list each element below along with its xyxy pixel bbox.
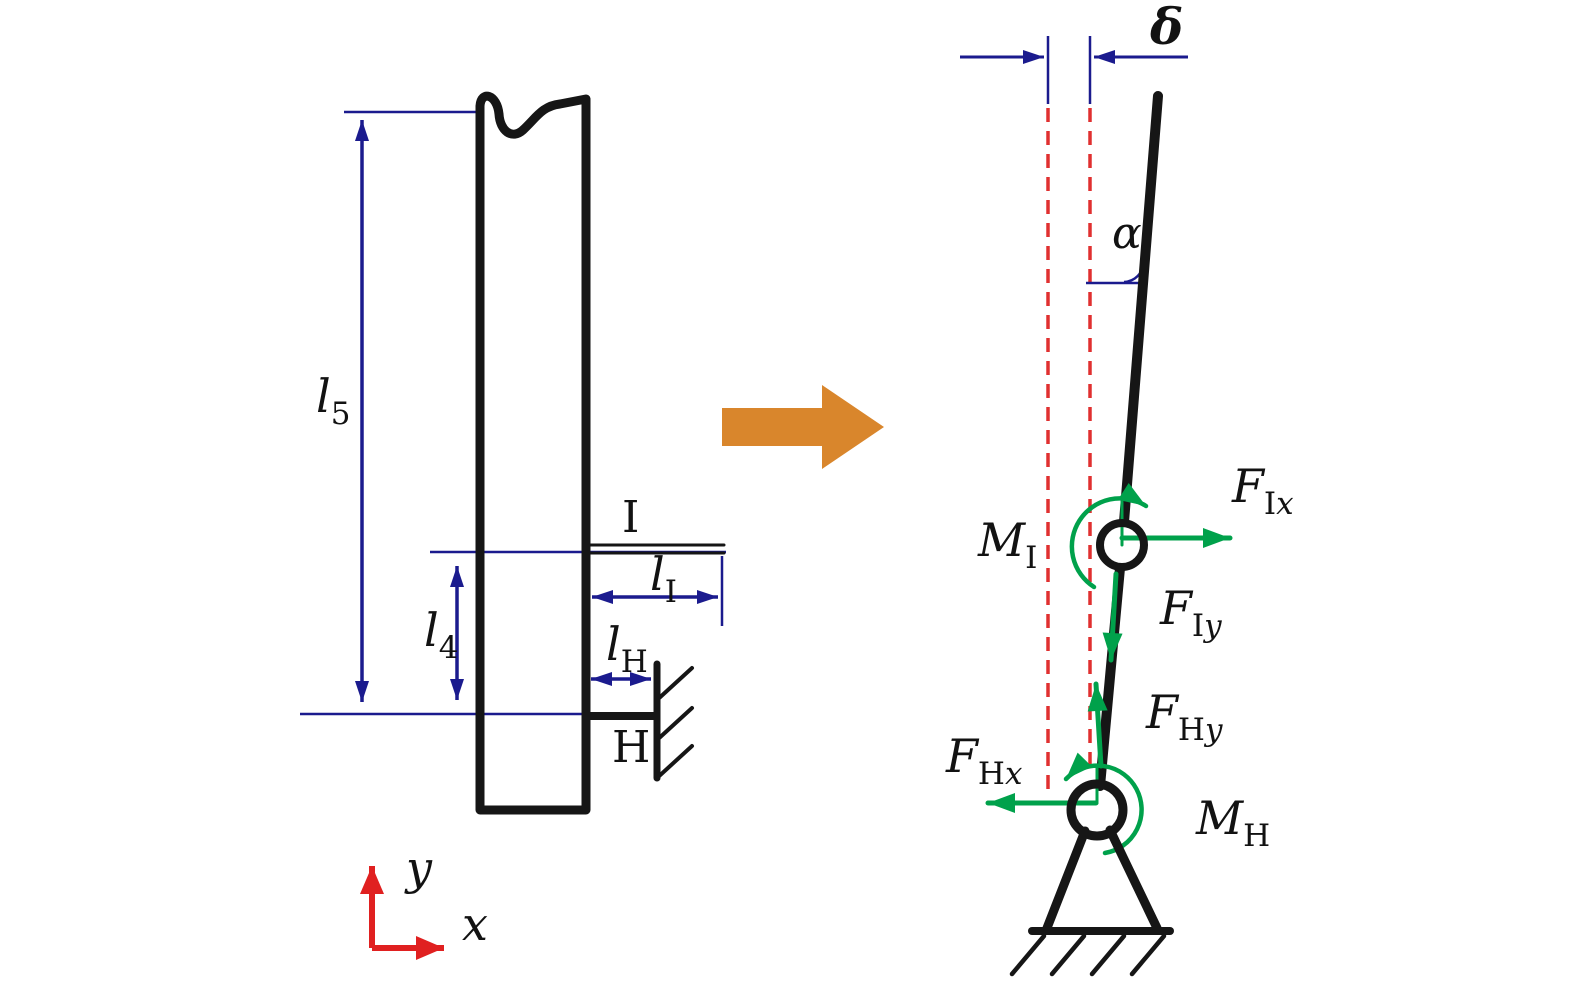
FHy-arrow — [1087, 681, 1108, 769]
joint-I-pin — [1096, 519, 1148, 571]
wall-hatching — [655, 666, 694, 780]
support-leg-right — [1105, 825, 1162, 933]
transform-arrow — [722, 385, 884, 469]
label-FHy: FHy — [1145, 685, 1223, 748]
bar-lower-link — [1095, 563, 1125, 791]
label-FIx: FIx — [1231, 459, 1294, 522]
label-x-axis: x — [462, 897, 488, 951]
right-free-body-diagram: δ α — [945, 0, 1294, 977]
label-alpha: α — [1112, 208, 1142, 259]
label-delta: δ — [1149, 0, 1183, 56]
ground-hatching — [1009, 933, 1167, 977]
label-y-axis: y — [404, 841, 433, 895]
label-MH: MH — [1195, 791, 1270, 854]
label-point-H: H — [612, 722, 650, 773]
left-structure-diagram: l5 l4 lI lH I H y x — [300, 91, 726, 960]
bar-upper-link — [1119, 91, 1163, 527]
MI-moment-arc — [1069, 483, 1149, 590]
label-point-I: I — [622, 492, 639, 543]
label-l4: l4 — [424, 603, 458, 666]
column-outline — [475, 91, 591, 815]
label-FHx: FHx — [945, 729, 1023, 792]
label-lI: lI — [650, 547, 677, 610]
label-l5: l5 — [316, 369, 350, 432]
joint-H-pin — [1066, 779, 1128, 841]
FIy-arrow — [1102, 571, 1123, 663]
label-FIy: FIy — [1159, 581, 1222, 644]
MH-moment-arc — [1063, 752, 1144, 856]
pinned-support — [1009, 825, 1174, 977]
label-MI: MI — [977, 513, 1037, 576]
support-leg-left — [1042, 826, 1090, 933]
label-lH: lH — [606, 617, 648, 680]
coordinate-axes: y x — [360, 841, 488, 960]
